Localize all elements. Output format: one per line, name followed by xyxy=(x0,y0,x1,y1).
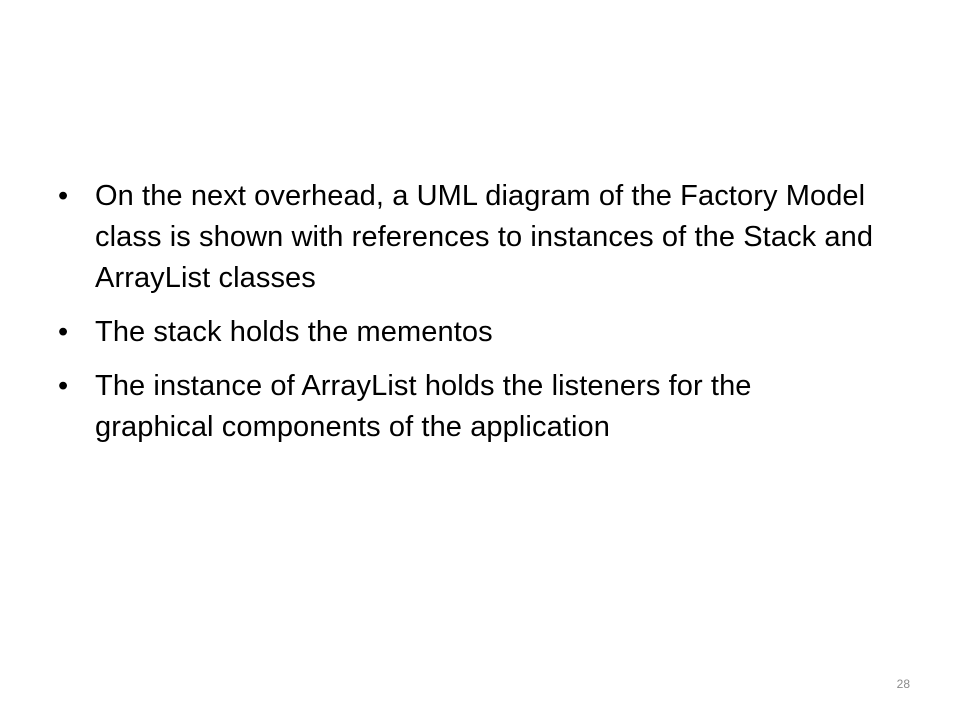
bullet-text: On the next overhead, a UML diagram of t… xyxy=(95,180,874,294)
bullet-list: • On the next overhead, a UML diagram of… xyxy=(58,176,878,461)
bullet-marker: • xyxy=(58,180,69,212)
bullet-text: The instance of ArrayList holds the list… xyxy=(95,370,752,443)
bullet-marker: • xyxy=(58,370,69,402)
bullet-item-uml-diagram: • On the next overhead, a UML diagram of… xyxy=(58,176,878,299)
bullet-marker: • xyxy=(58,316,69,348)
bullet-item-arraylist-listeners: • The instance of ArrayList holds the li… xyxy=(58,366,878,448)
bullet-item-stack-mementos: • The stack holds the mementos xyxy=(58,312,878,353)
bullet-text: The stack holds the mementos xyxy=(95,316,493,348)
page-number: 28 xyxy=(896,677,910,691)
